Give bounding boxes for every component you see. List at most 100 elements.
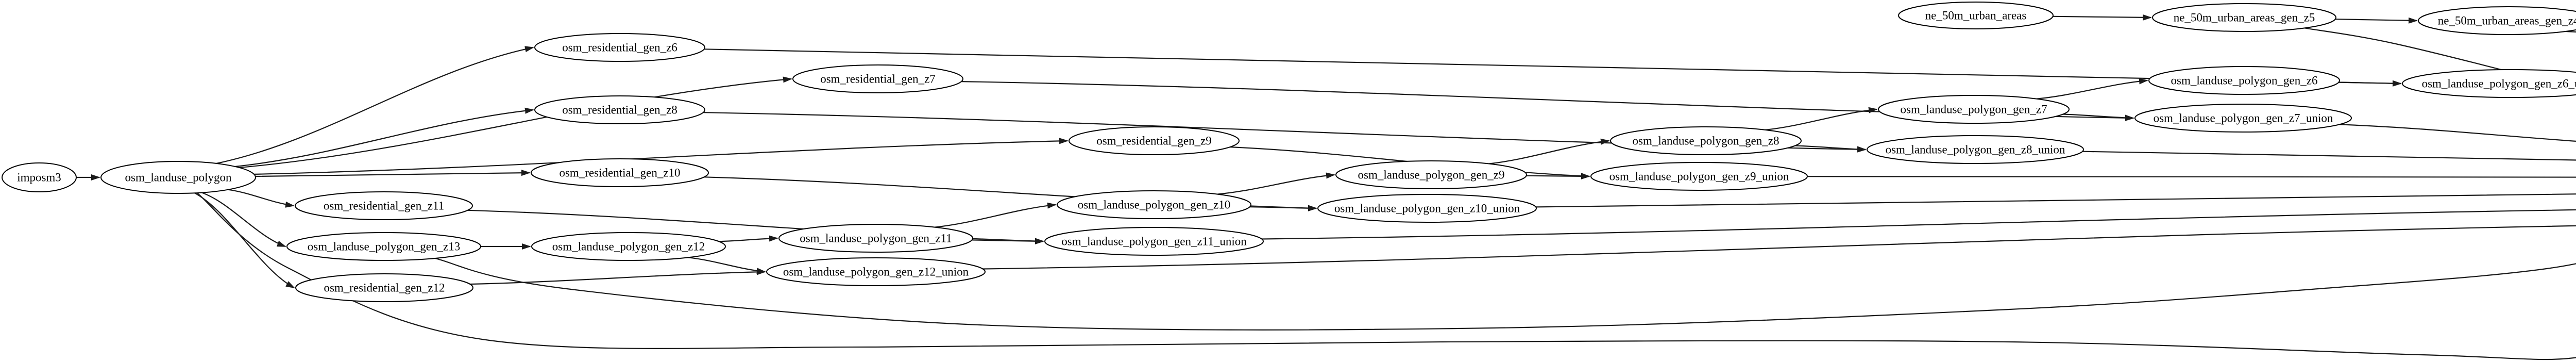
node-label-res6: osm_residential_gen_z6 <box>562 41 677 54</box>
node-gen12: osm_landuse_polygon_gen_z12 <box>531 232 726 261</box>
node-res7: osm_residential_gen_z7 <box>792 64 963 93</box>
edge-landuse-to-res12 <box>194 192 295 288</box>
node-ellipse-gen11 <box>778 224 973 253</box>
node-res12: osm_residential_gen_z12 <box>295 273 473 302</box>
node-u9: osm_landuse_polygon_gen_z9_union <box>1590 162 1808 191</box>
node-ellipse-ne <box>1898 2 2054 29</box>
node-ellipse-res11 <box>295 191 473 220</box>
node-gen13: osm_landuse_polygon_gen_z13 <box>286 232 481 261</box>
node-gen9: osm_landuse_polygon_gen_z9 <box>1335 160 1527 189</box>
edge-gen13-to-layer-z13 <box>435 257 2576 331</box>
edge-res12-to-u12 <box>470 269 766 285</box>
edge-landuse-to-res11 <box>228 189 295 208</box>
node-ellipse-u7 <box>2134 104 2352 133</box>
node-label-ne5: ne_50m_urban_areas_gen_z5 <box>2174 11 2315 24</box>
node-ne4: ne_50m_urban_areas_gen_z4 <box>2418 6 2576 35</box>
node-u10: osm_landuse_polygon_gen_z10_union <box>1317 194 1537 223</box>
edge-gen7-to-gen6 <box>2036 78 2148 100</box>
edge-landuse-to-res6 <box>216 46 534 164</box>
node-ellipse-ne4 <box>2418 6 2576 35</box>
node-label-gen12: osm_landuse_polygon_gen_z12 <box>552 240 705 253</box>
node-ellipse-gen7 <box>1878 95 2070 124</box>
edge-u12-to-layer-z12 <box>982 225 2576 270</box>
edge-ne5-to-ne4 <box>2335 17 2418 24</box>
node-ellipse-u12 <box>766 257 986 286</box>
node-label-ne: ne_50m_urban_areas <box>1925 9 2027 22</box>
node-label-u6: osm_landuse_polygon_gen_z6_union <box>2422 77 2576 90</box>
node-ellipse-u11 <box>1044 227 1264 256</box>
node-ellipse-gen10 <box>1057 190 1251 219</box>
node-ellipse-u10 <box>1317 194 1537 223</box>
edge-landuse-to-res10 <box>255 170 531 177</box>
edge-u9-to-layer-z9 <box>1807 176 2576 178</box>
node-label-res9: osm_residential_gen_z9 <box>1096 134 1212 147</box>
node-res11: osm_residential_gen_z11 <box>295 191 473 220</box>
node-ellipse-res9 <box>1069 126 1240 155</box>
node-ellipse-res6 <box>534 33 705 62</box>
node-label-gen11: osm_landuse_polygon_gen_z11 <box>800 232 952 244</box>
edge-landuse-to-gen13 <box>201 192 286 248</box>
edge-u11-to-layer-z11 <box>1261 209 2576 240</box>
edge-gen11-to-gen10 <box>935 202 1057 228</box>
node-label-landuse: osm_landuse_polygon <box>125 171 232 184</box>
node-label-gen8: osm_landuse_polygon_gen_z8 <box>1633 134 1780 147</box>
edge-landuse-to-layer-z14+ <box>196 192 2576 360</box>
node-ellipse-gen13 <box>286 232 481 261</box>
node-ellipse-gen8 <box>1610 126 1802 155</box>
node-ellipse-gen12 <box>531 232 726 261</box>
node-label-u12: osm_landuse_polygon_gen_z12_union <box>783 265 969 278</box>
node-label-u9: osm_landuse_polygon_gen_z9_union <box>1609 170 1789 183</box>
node-label-res11: osm_residential_gen_z11 <box>324 199 444 212</box>
edge-gen12-to-u12 <box>688 257 766 274</box>
node-ellipse-res7 <box>792 64 963 93</box>
node-ellipse-ne5 <box>2152 3 2336 32</box>
node-ellipse-u8 <box>1867 135 2084 164</box>
edge-gen10-to-gen9 <box>1217 172 1335 195</box>
node-ellipse-res12 <box>295 273 473 302</box>
node-label-res12: osm_residential_gen_z12 <box>324 281 445 294</box>
node-label-res8: osm_residential_gen_z8 <box>562 103 677 116</box>
node-label-u10: osm_landuse_polygon_gen_z10_union <box>1334 202 1520 215</box>
node-ellipse-gen9 <box>1335 160 1527 189</box>
node-res8: osm_residential_gen_z8 <box>534 95 705 124</box>
node-ellipse-res8 <box>534 95 705 124</box>
node-label-u8: osm_landuse_polygon_gen_z8_union <box>1886 143 2065 156</box>
edge-u8-to-layer-z8 <box>2082 151 2576 161</box>
node-label-imposm3: imposm3 <box>17 171 61 184</box>
node-ellipse-landuse <box>100 161 256 194</box>
node-label-u7: osm_landuse_polygon_gen_z7_union <box>2154 111 2333 124</box>
node-ellipse-gen6 <box>2148 66 2340 95</box>
node-ellipse-u9 <box>1590 162 1808 191</box>
edge-gen9-to-gen8 <box>1489 138 1610 164</box>
node-res9: osm_residential_gen_z9 <box>1069 126 1240 155</box>
node-label-gen10: osm_landuse_polygon_gen_z10 <box>1078 198 1230 211</box>
edge-u10-to-layer-z10 <box>1535 193 2576 208</box>
node-label-gen6: osm_landuse_polygon_gen_z6 <box>2171 74 2318 87</box>
node-ne: ne_50m_urban_areas <box>1898 2 2054 29</box>
node-u11: osm_landuse_polygon_gen_z11_union <box>1044 227 1264 256</box>
node-u6: osm_landuse_polygon_gen_z6_union <box>2402 69 2576 98</box>
node-gen6: osm_landuse_polygon_gen_z6 <box>2148 66 2340 95</box>
node-gen10: osm_landuse_polygon_gen_z10 <box>1057 190 1251 219</box>
edge-landuse-to-res7 <box>239 76 792 169</box>
node-gen8: osm_landuse_polygon_gen_z8 <box>1610 126 1802 155</box>
node-ellipse-u6 <box>2402 69 2576 98</box>
edge-landuse-to-res8 <box>235 107 534 168</box>
node-ellipse-res10 <box>531 158 709 187</box>
node-landuse: osm_landuse_polygon <box>100 161 256 194</box>
node-u12: osm_landuse_polygon_gen_z12_union <box>766 257 986 286</box>
node-label-u11: osm_landuse_polygon_gen_z11_union <box>1061 235 1247 248</box>
edge-gen8-to-gen7 <box>1765 107 1878 130</box>
node-label-gen9: osm_landuse_polygon_gen_z9 <box>1358 168 1505 181</box>
node-ellipse-imposm3 <box>2 162 77 192</box>
node-imposm3: imposm3 <box>2 162 77 192</box>
node-label-res10: osm_residential_gen_z10 <box>559 166 680 179</box>
node-ne5: ne_50m_urban_areas_gen_z5 <box>2152 3 2336 32</box>
edge-u7-to-layer-z7 <box>2339 124 2576 142</box>
node-label-res7: osm_residential_gen_z7 <box>820 72 936 85</box>
edge-landuse-to-res9 <box>254 138 1069 175</box>
node-label-gen13: osm_landuse_polygon_gen_z13 <box>308 240 460 253</box>
node-u7: osm_landuse_polygon_gen_z7_union <box>2134 104 2352 133</box>
node-res10: osm_residential_gen_z10 <box>531 158 709 187</box>
